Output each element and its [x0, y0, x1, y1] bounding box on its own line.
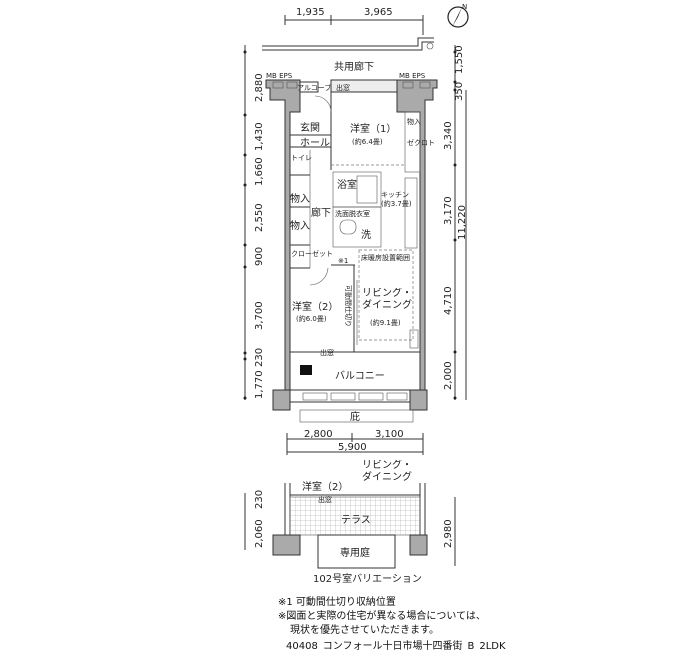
mb-eps-right: MB EPS — [399, 72, 426, 80]
svg-text:1,430: 1,430 — [254, 122, 265, 151]
svg-text:4,710: 4,710 — [443, 286, 454, 315]
floor-heating-label: 床暖房設置範囲 — [361, 253, 410, 262]
dimension-tick — [453, 88, 457, 92]
svg-text:※1 可動間仕切り収納位置: ※1 可動間仕切り収納位置 — [278, 595, 396, 608]
svg-text:出窓: 出窓 — [318, 495, 332, 504]
dimension-tick — [243, 265, 247, 269]
svg-text:3,965: 3,965 — [364, 7, 393, 18]
hallway-label: 廊下 — [311, 206, 331, 219]
living-label: リビング・ダイニング — [362, 288, 412, 311]
washroom-label: 洗面脱衣室 — [335, 209, 370, 218]
toilet-label: トイレ — [291, 154, 312, 162]
variation-plan: 洋室（2） リビング・ダイニング 出窓 テラス 専用庭 2,060 230 2,… — [244, 460, 456, 585]
svg-text:230: 230 — [254, 348, 265, 367]
svg-text:現状を優先させていただきます。: 現状を優先させていただきます。 — [290, 623, 439, 636]
dimension-tick — [243, 357, 247, 361]
window-bottom: 出窓 — [320, 348, 334, 357]
closet-top-label: ゼクロト — [407, 138, 435, 147]
svg-text:1,935: 1,935 — [296, 7, 325, 18]
svg-text:テラス: テラス — [341, 514, 371, 526]
partition-label: 可動間仕切り — [344, 285, 353, 327]
kitchen-size: (約3.7畳) — [381, 199, 412, 208]
dimension-tick — [243, 113, 247, 117]
corridor-label: 共用廊下 — [334, 60, 374, 73]
interior-walls — [290, 92, 421, 401]
svg-text:1,770: 1,770 — [254, 370, 265, 399]
hall-label: ホール — [300, 137, 330, 149]
right-dimensions: 1,550 350 3,340 3,170 4,710 2,000 11,220 — [443, 45, 468, 400]
corridor-rail — [262, 37, 434, 51]
dimension-tick — [243, 183, 247, 187]
svg-text:3,170: 3,170 — [443, 196, 454, 225]
svg-text:2,980: 2,980 — [443, 519, 454, 548]
svg-text:2,550: 2,550 — [254, 203, 265, 232]
dimension-tick — [243, 50, 247, 54]
bath-label: 浴室 — [337, 178, 357, 191]
dimension-tick — [453, 238, 457, 242]
entrance-label: 玄関 — [300, 121, 320, 134]
svg-text:2,800: 2,800 — [304, 429, 333, 440]
bottom-dimensions: 2,800 3,100 5,900 — [286, 429, 424, 455]
alcove-label: アルコーブ — [297, 83, 331, 92]
svg-text:350: 350 — [454, 82, 465, 101]
dimension-tick — [453, 350, 457, 354]
dimension-tick — [243, 351, 247, 355]
balcony-label: バルコニー — [335, 370, 385, 382]
svg-text:11,220: 11,220 — [457, 205, 468, 240]
svg-text:900: 900 — [254, 247, 265, 266]
svg-text:3,340: 3,340 — [443, 121, 454, 150]
svg-text:※図面と実際の住宅が異なる場合については、: ※図面と実際の住宅が異なる場合については、 — [278, 609, 486, 622]
svg-text:N: N — [462, 3, 467, 11]
dimension-tick — [453, 80, 457, 84]
svg-text:3,100: 3,100 — [375, 429, 404, 440]
washer-label: 洗 — [361, 229, 371, 241]
bedroom1-size: (約6.4畳) — [352, 137, 383, 146]
storage1-label: 物入 — [290, 192, 310, 205]
kitchen-label: キッチン — [381, 191, 409, 199]
svg-text:専用庭: 専用庭 — [340, 546, 370, 559]
left-dimensions: 2,880 1,430 1,660 2,550 900 3,700 230 1,… — [243, 45, 265, 400]
dimension-tick — [453, 396, 457, 400]
dimension-tick — [243, 153, 247, 157]
variation-caption: 102号室バリエーション — [313, 572, 422, 585]
bedroom2-label: 洋室（2） — [292, 300, 338, 313]
mb-eps-left: MB EPS — [266, 72, 293, 80]
footer-title: 40408_コンフォール十日市場十四番街_B_2LDK — [286, 639, 506, 650]
svg-text:1,550: 1,550 — [454, 45, 465, 74]
svg-text:2,060: 2,060 — [254, 519, 265, 548]
eaves-label: 庇 — [350, 410, 360, 423]
svg-text:2,000: 2,000 — [443, 361, 454, 390]
bedroom1-label: 洋室（1） — [350, 122, 396, 135]
notes: ※1 可動間仕切り収納位置 ※図面と実際の住宅が異なる場合については、 現状を優… — [278, 595, 486, 636]
dimension-tick — [243, 243, 247, 247]
window-top: 出窓 — [336, 83, 350, 92]
svg-text:1,660: 1,660 — [254, 157, 265, 186]
closet-label: クローゼット — [291, 249, 333, 258]
variation-living-label: リビング・ダイニング — [362, 460, 412, 483]
dimension-tick — [453, 163, 457, 167]
storage-top-label: 物入 — [407, 117, 421, 126]
svg-text:2,880: 2,880 — [254, 73, 265, 102]
bedroom2-size: (約6.0畳) — [296, 314, 327, 323]
dimension-tick — [243, 396, 247, 400]
svg-text:230: 230 — [254, 490, 265, 509]
storage2-label: 物入 — [290, 219, 310, 232]
living-size: (約9.1畳) — [370, 318, 401, 327]
svg-text:5,900: 5,900 — [338, 442, 367, 453]
note-mark: ※1 — [338, 257, 348, 265]
svg-text:洋室（2）: 洋室（2） — [302, 480, 348, 493]
north-compass-icon: N — [447, 3, 469, 28]
svg-text:3,700: 3,700 — [254, 301, 265, 330]
dimension-tick — [453, 50, 457, 54]
top-dimensions: 1,935 3,965 — [284, 7, 424, 35]
